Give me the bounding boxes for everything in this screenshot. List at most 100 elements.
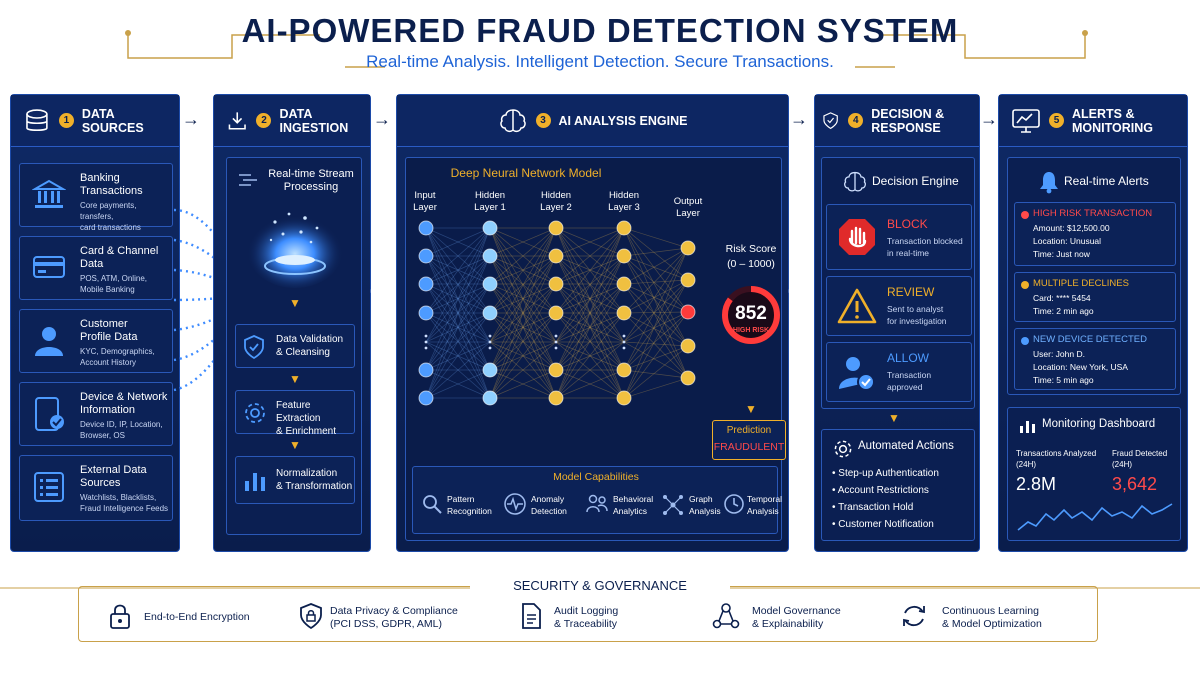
nn-connection bbox=[555, 341, 625, 371]
flow-arrow: ➔ bbox=[788, 278, 807, 303]
alert-high-risk: HIGH RISK TRANSACTION Amount: $12,500.00… bbox=[1014, 202, 1176, 266]
nn-connection bbox=[489, 227, 557, 371]
risk-level: HIGH RISK bbox=[732, 327, 770, 334]
nn-connection bbox=[425, 283, 491, 314]
ai-analysis-column: 3 AI ANALYSIS ENGINE Deep Neural Network… bbox=[396, 94, 789, 552]
nn-connection bbox=[555, 255, 625, 314]
nn-connection bbox=[489, 227, 557, 343]
nn-connection bbox=[425, 255, 491, 399]
nn-connection bbox=[425, 227, 491, 399]
nn-ellipsis-dot bbox=[488, 334, 492, 338]
nn-connection bbox=[489, 312, 557, 371]
nn-connection bbox=[623, 227, 689, 347]
nn-connection bbox=[623, 279, 689, 314]
nn-connection bbox=[425, 341, 491, 399]
nn-connection bbox=[623, 369, 689, 379]
nn-connection bbox=[425, 227, 491, 371]
nn-node bbox=[548, 248, 564, 264]
nn-connection bbox=[623, 227, 689, 379]
ingestion-step-feature: Feature Extraction & Enrichment bbox=[235, 390, 355, 437]
shield-check-icon bbox=[244, 335, 264, 360]
alerts-header: 5 ALERTS & MONITORING bbox=[999, 95, 1187, 147]
nn-connection bbox=[425, 255, 491, 343]
source-desc: POS, ATM, Online, Mobile Banking bbox=[80, 274, 147, 294]
clock-icon bbox=[724, 494, 744, 514]
decision-desc: Sent to analyst for investigation bbox=[887, 304, 947, 326]
nn-connection bbox=[489, 283, 557, 399]
flow-arrow: → bbox=[980, 109, 998, 129]
alert-new-device: NEW DEVICE DETECTED User: John D. Locati… bbox=[1014, 328, 1176, 390]
governance-title-lines bbox=[0, 587, 1200, 589]
step-number: 2 bbox=[256, 113, 272, 128]
nn-connection bbox=[425, 227, 491, 399]
nn-connection bbox=[555, 255, 625, 371]
nn-node bbox=[548, 305, 564, 321]
automated-actions-title: Automated Actions bbox=[858, 440, 954, 452]
prediction-value: FRAUDULENT bbox=[713, 441, 785, 453]
column-title: AI ANALYSIS ENGINE bbox=[558, 113, 688, 128]
nn-connection bbox=[489, 283, 557, 399]
model-title: Deep Neural Network Model bbox=[450, 166, 602, 180]
nn-connection bbox=[489, 312, 557, 399]
nn-connection bbox=[489, 255, 557, 314]
nn-node bbox=[418, 305, 434, 321]
layer-label: Hidden Layer 3 bbox=[608, 190, 640, 213]
alert-dot bbox=[1021, 281, 1029, 289]
nn-ellipsis-dot bbox=[488, 340, 492, 344]
nn-connection bbox=[623, 247, 689, 285]
nn-connection bbox=[425, 283, 491, 371]
action-item: • Account Restrictions bbox=[832, 485, 929, 496]
nn-ellipsis-dot bbox=[622, 346, 626, 350]
nn-connection bbox=[623, 283, 689, 347]
nn-node bbox=[482, 305, 498, 321]
nn-connection bbox=[623, 279, 689, 399]
nn-connection bbox=[555, 312, 625, 343]
nn-connection bbox=[489, 312, 557, 343]
nn-ellipsis-dot bbox=[622, 340, 626, 344]
people-icon bbox=[586, 494, 608, 513]
nn-connection bbox=[489, 283, 557, 314]
alert-dot bbox=[1021, 337, 1029, 345]
nn-connection bbox=[555, 227, 625, 285]
dashboard-title: Monitoring Dashboard bbox=[1042, 418, 1156, 430]
brain-icon bbox=[499, 108, 526, 132]
nn-ellipsis-dot bbox=[554, 346, 558, 350]
shield-lock-icon bbox=[300, 603, 322, 630]
ai-engine-header: 3 AI ANALYSIS ENGINE bbox=[397, 95, 788, 147]
bar-chart-icon bbox=[1020, 421, 1035, 433]
nn-node bbox=[418, 276, 434, 292]
nn-node bbox=[680, 370, 696, 386]
data-sources-header: 1 DATA SOURCES bbox=[11, 95, 179, 147]
nn-connection bbox=[623, 377, 689, 399]
nn-connection bbox=[489, 369, 557, 399]
column-title: DATA SOURCES bbox=[81, 106, 144, 135]
alert-line: User: John D. bbox=[1033, 349, 1085, 359]
nn-connection bbox=[489, 227, 557, 399]
user-check-icon bbox=[839, 357, 875, 391]
refresh-icon bbox=[903, 605, 925, 627]
nn-connection bbox=[623, 345, 689, 371]
decision-title: ALLOW bbox=[887, 351, 930, 365]
model-capabilities: Model Capabilities Pattern Recognition A… bbox=[412, 466, 782, 534]
flow-arrow: → bbox=[182, 109, 200, 129]
nn-node bbox=[418, 362, 434, 378]
nn-connection bbox=[555, 369, 625, 399]
credit-card-icon bbox=[33, 256, 65, 278]
nn-node bbox=[616, 276, 632, 292]
source-desc: Watchlists, Blacklists, Fraud Intelligen… bbox=[80, 493, 169, 513]
step-label: Data Validation & Cleansing bbox=[276, 334, 344, 358]
flow-arrow: → bbox=[373, 109, 391, 129]
gear-icon bbox=[834, 440, 852, 458]
nn-connection bbox=[425, 312, 491, 343]
real-time-alerts-panel: Real-time Alerts HIGH RISK TRANSACTION A… bbox=[1007, 157, 1181, 395]
nn-connection bbox=[555, 227, 625, 343]
monitor-icon bbox=[1012, 108, 1040, 133]
nn-connection bbox=[555, 283, 625, 314]
down-arrow: ▼ bbox=[888, 411, 900, 425]
nn-connection bbox=[489, 255, 557, 314]
nn-connection bbox=[489, 312, 557, 399]
source-card-card-channel: Card & Channel Data POS, ATM, Online, Mo… bbox=[19, 236, 173, 300]
nn-node bbox=[680, 338, 696, 354]
nn-connection bbox=[489, 255, 557, 343]
nn-connection bbox=[555, 227, 625, 371]
